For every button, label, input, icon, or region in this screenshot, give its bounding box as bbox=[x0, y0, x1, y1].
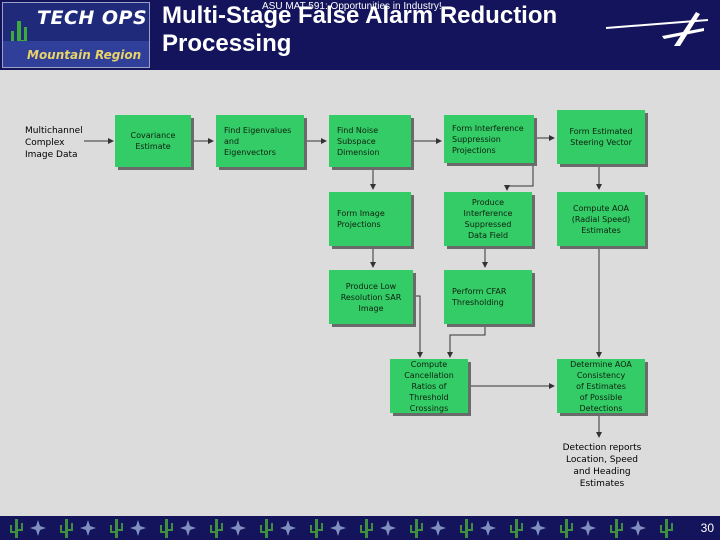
lockheed-star-icon bbox=[605, 12, 709, 46]
page-number: 30 bbox=[700, 521, 714, 535]
node-text: Form Image bbox=[337, 209, 385, 218]
node-text: Crossings bbox=[409, 403, 449, 413]
node-compute-aoa: Compute AOA (Radial Speed) Estimates bbox=[557, 192, 645, 246]
input-label-line: Complex bbox=[25, 138, 65, 148]
node-text: Covariance bbox=[130, 131, 176, 140]
node-text: Resolution SAR bbox=[340, 292, 402, 302]
node-text: Suppressed bbox=[464, 220, 512, 229]
node-text: Dimension bbox=[337, 147, 380, 157]
node-perform-cfar: Perform CFAR Thresholding bbox=[444, 270, 532, 324]
node-text: of Possible bbox=[579, 392, 623, 402]
node-text: Suppression bbox=[452, 134, 501, 144]
node-compute-cancellation-ratios: Compute Cancellation Ratios of Threshold… bbox=[390, 359, 468, 413]
node-text: Find Noise bbox=[337, 125, 379, 135]
node-text: Ratios of bbox=[411, 381, 447, 391]
node-text: of Estimates bbox=[576, 381, 626, 391]
node-text: Compute AOA bbox=[573, 203, 629, 213]
node-text: Subspace bbox=[337, 136, 376, 146]
node-find-eigenvalues: Find Eigenvalues and Eigenvectors bbox=[216, 115, 304, 167]
cactus-icon bbox=[11, 21, 27, 59]
node-text: (Radial Speed) bbox=[571, 214, 631, 224]
header-bar: TECH OPS Mountain Region Multi-Stage Fal… bbox=[0, 0, 720, 70]
node-text: and bbox=[224, 136, 240, 146]
node-text: Produce Low bbox=[345, 281, 397, 291]
node-text: Cancellation bbox=[404, 370, 454, 380]
logo-title: TECH OPS bbox=[37, 7, 148, 29]
node-text: Detections bbox=[579, 403, 623, 413]
node-text: Consistency bbox=[576, 370, 626, 380]
output-label: Detection reports Location, Speed and He… bbox=[550, 442, 654, 490]
node-text: Estimate bbox=[135, 142, 171, 151]
node-text: Find Eigenvalues bbox=[224, 125, 292, 135]
tech-ops-logo: TECH OPS Mountain Region bbox=[2, 2, 150, 68]
slide-title-line1: Multi-Stage False Alarm Reduction bbox=[162, 2, 558, 29]
node-text: Estimates bbox=[581, 225, 621, 235]
cactus-border-icon bbox=[10, 519, 673, 538]
input-label-line: Multichannel bbox=[25, 126, 83, 136]
node-text: Steering Vector bbox=[570, 138, 632, 147]
node-text: Eigenvectors bbox=[224, 147, 276, 157]
slide-title: Multi-Stage False Alarm Reduction Proces… bbox=[162, 2, 557, 58]
node-text: Threshold bbox=[409, 392, 449, 402]
node-produce-low-res-sar: Produce Low Resolution SAR Image bbox=[329, 270, 413, 324]
node-text: Projections bbox=[337, 220, 381, 229]
course-overlay-text: ASU MAT 591: Opportunities in Industry! bbox=[262, 1, 442, 12]
node-text: Compute bbox=[410, 359, 448, 369]
output-label-line: Estimates bbox=[579, 479, 625, 489]
input-label-line: Image Data bbox=[25, 150, 78, 160]
node-text: Produce bbox=[471, 198, 505, 207]
node-form-interference-projections: Form Interference Suppression Projection… bbox=[444, 115, 534, 163]
output-label-line: Detection reports bbox=[562, 443, 642, 453]
node-text: Interference bbox=[463, 209, 513, 218]
node-text: Form Interference bbox=[452, 123, 524, 133]
node-determine-aoa-consistency: Determine AOA Consistency of Estimates o… bbox=[557, 359, 645, 413]
node-form-image-projections: Form Image Projections bbox=[329, 192, 411, 246]
node-produce-suppressed-field: Produce Interference Suppressed Data Fie… bbox=[444, 192, 532, 246]
input-label: Multichannel Complex Image Data bbox=[25, 125, 83, 161]
node-text: Form Estimated bbox=[569, 127, 633, 136]
node-text: Image bbox=[358, 303, 384, 313]
logo-band bbox=[3, 41, 149, 67]
output-label-line: Location, Speed bbox=[566, 455, 638, 465]
node-text: Projections bbox=[452, 145, 496, 155]
node-covariance-estimate: Covariance Estimate bbox=[115, 115, 191, 167]
node-text: Determine AOA bbox=[570, 359, 632, 369]
node-text: Thresholding bbox=[452, 298, 504, 307]
output-label-line: and Heading bbox=[573, 467, 631, 477]
node-text: Perform CFAR bbox=[452, 287, 507, 296]
node-text: Data Field bbox=[467, 231, 509, 240]
footer-bar: 30 bbox=[0, 516, 720, 540]
node-find-noise-subspace: Find Noise Subspace Dimension bbox=[329, 115, 411, 167]
slide-title-line2: Processing bbox=[162, 30, 292, 57]
node-form-steering-vector: Form Estimated Steering Vector bbox=[557, 110, 645, 164]
logo-subtitle: Mountain Region bbox=[27, 48, 142, 62]
